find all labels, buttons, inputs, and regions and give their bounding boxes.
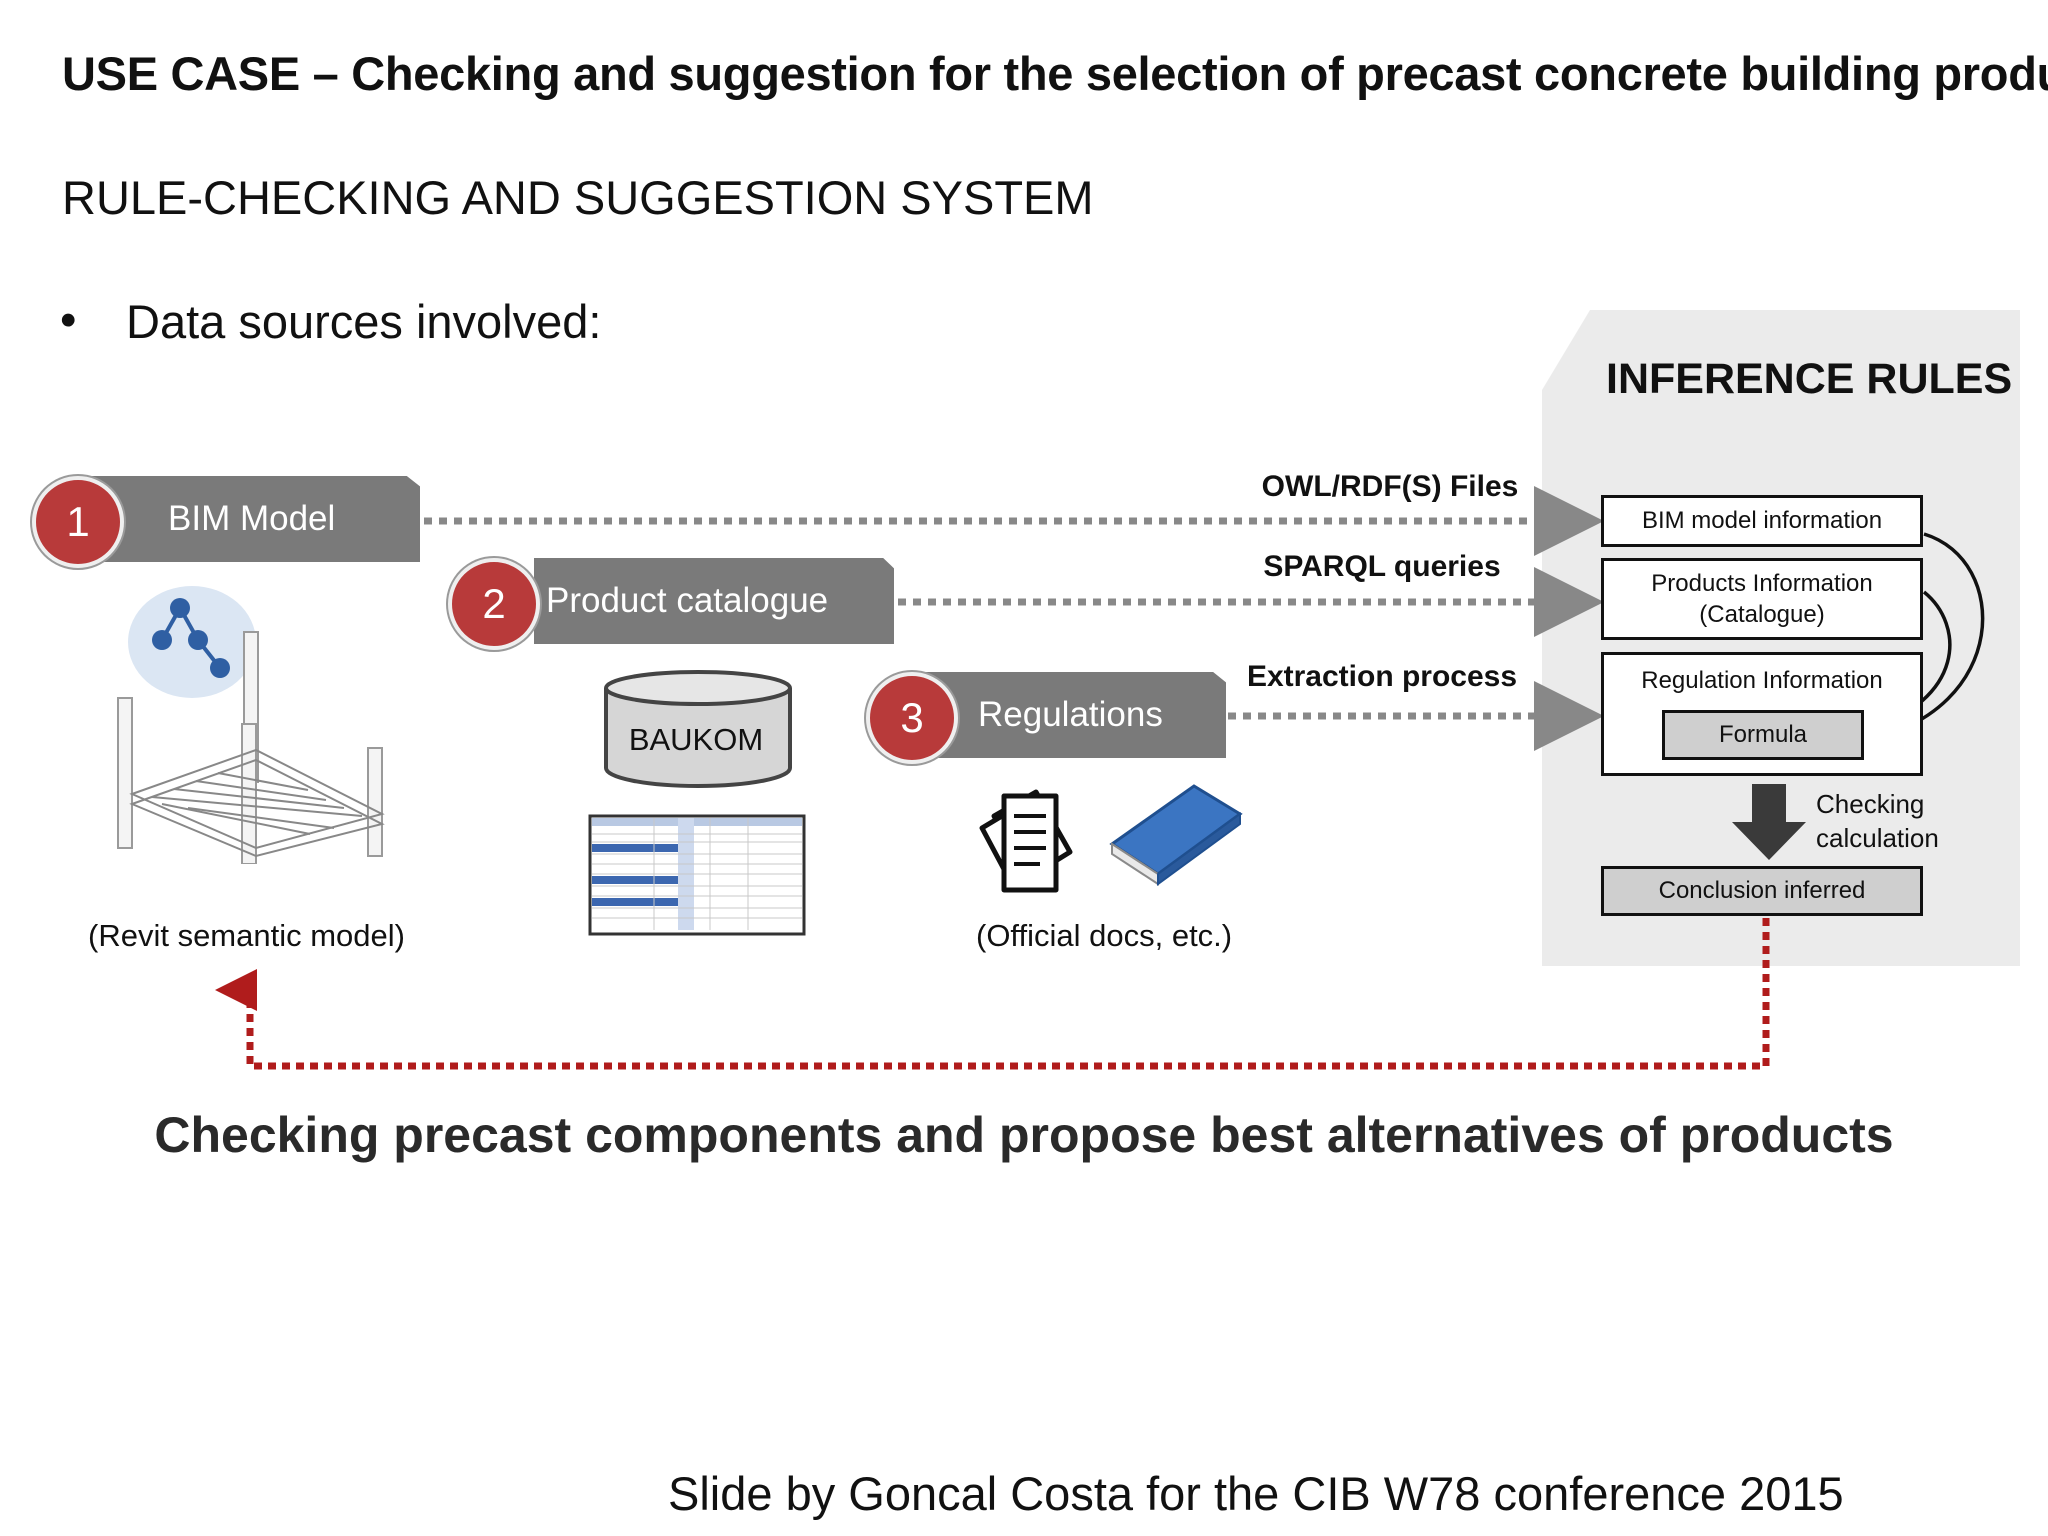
conclusion-statement: Checking precast components and propose … [154, 1107, 1894, 1163]
slide-title: USE CASE – Checking and suggestion for t… [62, 47, 2048, 100]
flow-label-extraction: Extraction process [1246, 660, 1518, 693]
spreadsheet-icon [588, 814, 806, 936]
flow-label-sparql: SPARQL queries [1263, 550, 1501, 583]
bullet-text: Data sources involved: [126, 295, 602, 348]
bim-info-box: BIM model information [1601, 495, 1923, 547]
slide-subtitle: RULE-CHECKING AND SUGGESTION SYSTEM [62, 171, 1094, 224]
bim-info-label: BIM model information [1641, 507, 1883, 535]
conclusion-box-label: Conclusion inferred [1658, 877, 1866, 905]
formula-label: Formula [1718, 721, 1808, 749]
database-icon [604, 670, 792, 788]
source-banner-bim: BIM Model [90, 476, 420, 562]
source-number-1: 1 [32, 476, 124, 568]
network-icon [128, 586, 256, 698]
documents-icon [979, 789, 1073, 893]
checking-line2: calculation [1816, 822, 1939, 853]
source-label-bim: BIM Model [168, 499, 336, 538]
source-number-3: 3 [866, 672, 958, 764]
formula-box: Formula [1662, 710, 1864, 760]
database-label: BAUKOM [628, 722, 764, 757]
source-label-catalogue: Product catalogue [546, 581, 829, 620]
products-info-box: Products Information (Catalogue) [1601, 558, 1923, 640]
checking-calculation-label: Checking calculation [1816, 788, 1939, 856]
conclusion-box: Conclusion inferred [1601, 866, 1923, 916]
structure-frame-icon [117, 631, 385, 864]
book-icon [1109, 784, 1243, 886]
checking-line1: Checking [1816, 789, 1925, 819]
inference-title: INFERENCE RULES [1606, 355, 2013, 403]
feedback-loop-arrow [215, 918, 1770, 1070]
source-label-regulations: Regulations [978, 695, 1163, 734]
bim-caption: (Revit semantic model) [88, 918, 405, 953]
slide-credit: Slide by Goncal Costa for the CIB W78 co… [668, 1467, 1844, 1520]
source-banner-regulations: Regulations [904, 672, 1226, 758]
products-info-line1: Products Information [1651, 569, 1873, 597]
products-info-line2: (Catalogue) [1699, 601, 1825, 628]
regulations-caption: (Official docs, etc.) [976, 918, 1233, 953]
bullet-symbol: • [60, 293, 77, 346]
regulation-info-label: Regulation Information [1641, 667, 1883, 694]
checking-down-arrow [1732, 784, 1806, 860]
flow-label-owl: OWL/RDF(S) Files [1261, 470, 1519, 503]
source-number-2: 2 [448, 558, 540, 650]
source-banner-catalogue: Product catalogue [534, 558, 894, 644]
